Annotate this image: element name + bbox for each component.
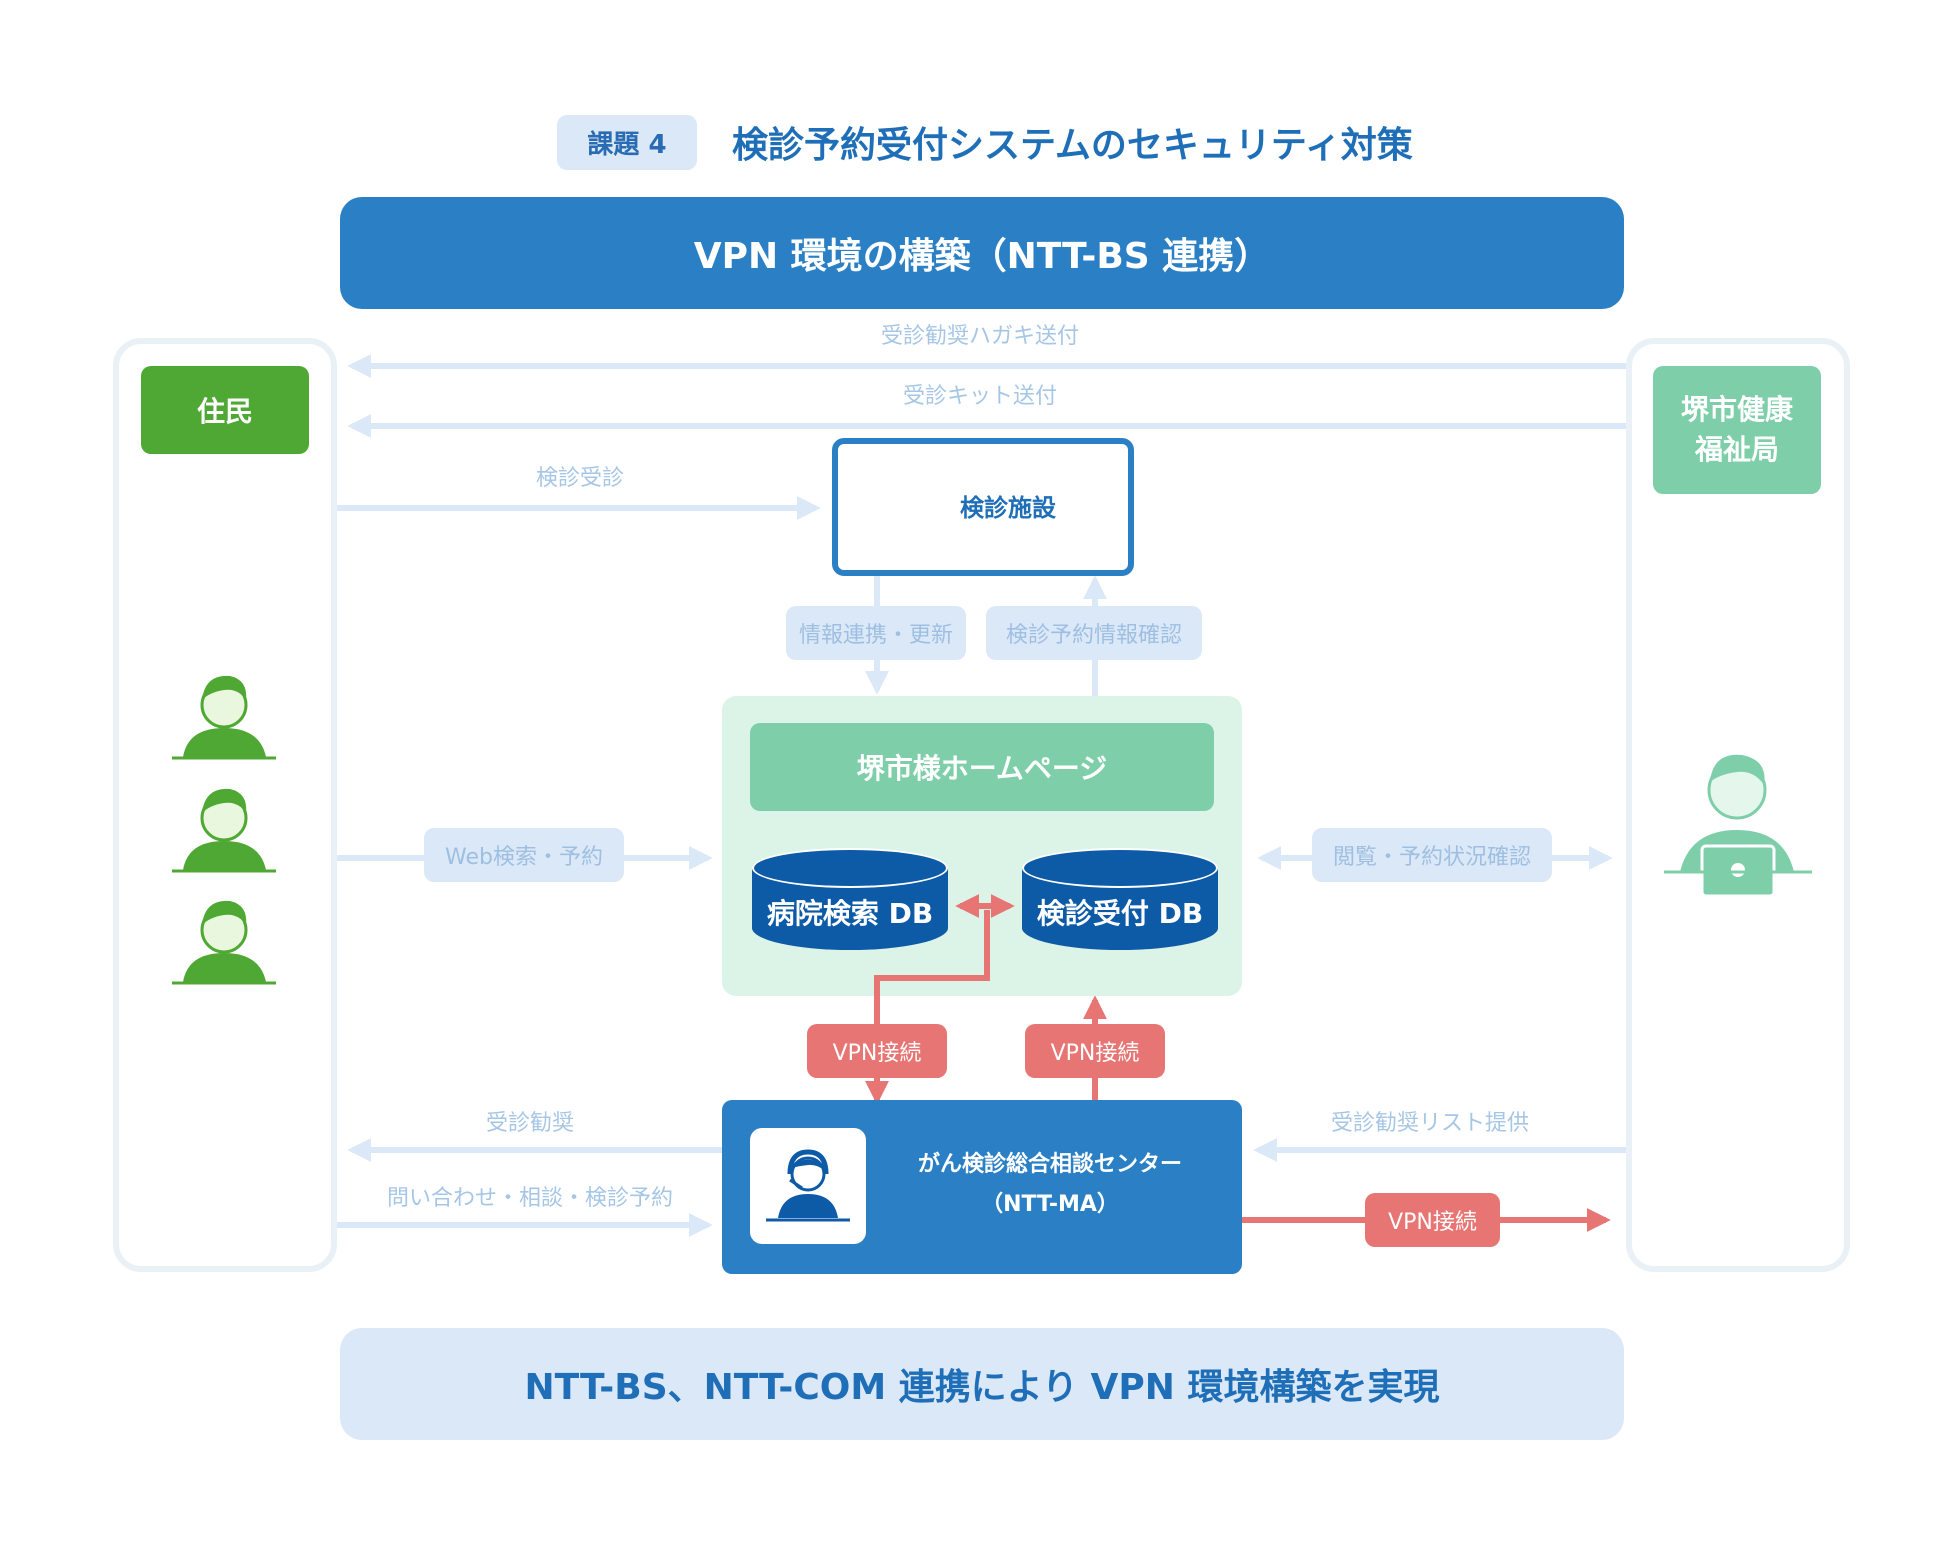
exam-visit-label: 検診受診	[535, 466, 624, 491]
page-title: 検診予約受付システムのセキュリティ対策	[732, 125, 1413, 166]
postcard-label: 受診勧奨ハガキ送付	[880, 324, 1079, 349]
residents-panel	[113, 338, 337, 1272]
web-search-chip: Web検索・予約	[424, 828, 624, 882]
resident-person-icon-3	[172, 900, 276, 985]
hospital-db-label: 病院検索 DB	[766, 897, 934, 930]
reservation-check-chip: 検診予約情報確認	[986, 606, 1202, 660]
view-status-chip: 閲覧・予約状況確認	[1312, 828, 1552, 882]
operator-headset-icon	[766, 1149, 850, 1222]
exam-facility-box	[832, 438, 1134, 576]
info-link-chip: 情報連携・更新	[786, 606, 966, 660]
residents-label: 住民	[141, 366, 309, 454]
resident-person-icon-2	[172, 788, 276, 873]
list-provide-label: 受診勧奨リスト提供	[1330, 1111, 1529, 1136]
exam-facility-label: 検診施設	[960, 494, 1056, 522]
counseling-center-org: （NTT-MA）	[981, 1192, 1119, 1217]
vpn-chip-right: VPN接続	[1025, 1024, 1165, 1078]
vpn-chip-left: VPN接続	[807, 1024, 947, 1078]
vpn-build-banner: VPN 環境の構築（NTT-BS 連携）	[340, 197, 1624, 309]
issue-badge: 課題 4	[557, 115, 697, 170]
vpn-chip-bottom: VPN接続	[1365, 1193, 1500, 1247]
resident-person-icon-1	[172, 675, 276, 760]
inquiry-label: 問い合わせ・相談・検診予約	[386, 1186, 673, 1211]
counseling-center-name: がん検診総合相談センター	[917, 1152, 1182, 1177]
operator-icon-tile	[750, 1128, 866, 1244]
reception-db-label: 検診受付 DB	[1036, 897, 1204, 930]
recommend-label: 受診勧奨	[485, 1111, 574, 1136]
bureau-panel	[1626, 338, 1850, 1272]
bureau-label: 堺市健康 福祉局	[1653, 366, 1821, 494]
counseling-center-label: がん検診総合相談センター （NTT-MA）	[880, 1145, 1220, 1225]
homepage-title: 堺市様ホームページ	[750, 723, 1214, 811]
result-banner: NTT-BS、NTT-COM 連携により VPN 環境構築を実現	[340, 1328, 1624, 1440]
kit-label: 受診キット送付	[902, 384, 1057, 409]
staff-laptop-icon	[1664, 754, 1812, 898]
